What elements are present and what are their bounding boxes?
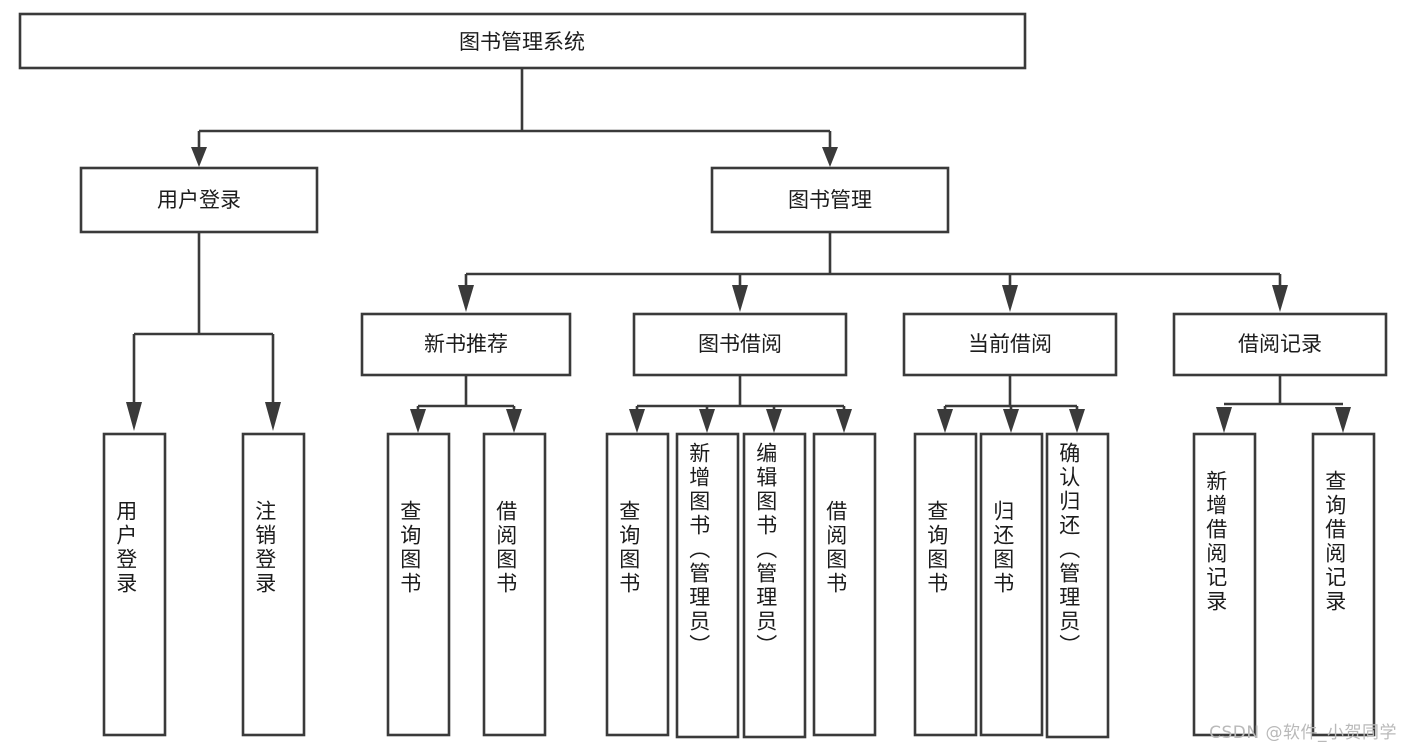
arrow-to-user-login bbox=[191, 147, 207, 167]
node-book-manage-label: 图书管理 bbox=[788, 188, 872, 212]
node-leaf-return-book[interactable] bbox=[979, 432, 1044, 737]
node-leaf-query-book-3[interactable] bbox=[913, 432, 978, 737]
node-borrow-record-label: 借阅记录 bbox=[1238, 332, 1322, 356]
arrow-leaf-user-login bbox=[126, 402, 142, 431]
node-new-book-recommend-label: 新书推荐 bbox=[424, 332, 508, 356]
arrow-leaf-query-book-2 bbox=[629, 409, 645, 433]
arrow-to-book-borrow bbox=[732, 285, 748, 312]
connectors-root-to-level2 bbox=[191, 69, 838, 167]
arrow-leaf-confirm-return bbox=[1069, 409, 1085, 433]
node-leaf-edit-book[interactable] bbox=[742, 432, 807, 739]
connectors-book-borrow-to-leaves bbox=[629, 376, 852, 433]
node-leaf-query-book-1[interactable] bbox=[386, 432, 451, 737]
node-book-borrow[interactable] bbox=[632, 312, 848, 377]
arrow-to-new-book-recommend bbox=[458, 285, 474, 312]
arrow-leaf-borrow-book-2 bbox=[836, 409, 852, 433]
node-root[interactable] bbox=[18, 12, 1027, 70]
node-borrow-record[interactable] bbox=[1172, 312, 1388, 377]
connectors-new-book-recommend-to-leaves bbox=[410, 376, 522, 433]
node-leaf-logout-login[interactable] bbox=[241, 432, 306, 737]
arrow-leaf-query-borrow-record bbox=[1335, 407, 1351, 433]
node-current-borrow-label: 当前借阅 bbox=[968, 332, 1052, 356]
node-leaf-add-borrow-record[interactable] bbox=[1192, 432, 1257, 737]
node-leaf-query-borrow-record[interactable] bbox=[1311, 432, 1376, 737]
node-user-login[interactable] bbox=[79, 166, 319, 234]
arrow-leaf-return-book bbox=[1003, 409, 1019, 433]
arrow-leaf-borrow-book-1 bbox=[506, 409, 522, 433]
node-current-borrow[interactable] bbox=[902, 312, 1118, 377]
node-new-book-recommend[interactable] bbox=[360, 312, 572, 377]
node-leaf-add-book[interactable] bbox=[675, 432, 740, 739]
node-leaf-query-book-2[interactable] bbox=[605, 432, 670, 737]
node-root-label: 图书管理系统 bbox=[459, 30, 585, 54]
arrow-to-current-borrow bbox=[1002, 285, 1018, 312]
node-book-borrow-label: 图书借阅 bbox=[698, 332, 782, 356]
connectors-user-login-to-leaves bbox=[126, 233, 281, 431]
arrow-to-borrow-record bbox=[1272, 285, 1288, 312]
arrow-leaf-add-borrow-record bbox=[1216, 407, 1232, 433]
node-book-manage[interactable] bbox=[710, 166, 950, 234]
node-user-login-label: 用户登录 bbox=[157, 188, 241, 212]
arrow-leaf-query-book-1 bbox=[410, 409, 426, 433]
arrow-to-book-manage bbox=[822, 147, 838, 167]
arrow-leaf-edit-book bbox=[766, 409, 782, 433]
node-leaf-user-login[interactable] bbox=[102, 432, 167, 737]
node-leaf-borrow-book-1[interactable] bbox=[482, 432, 547, 737]
connectors-borrow-record-to-leaves bbox=[1216, 376, 1351, 433]
node-leaf-confirm-return[interactable] bbox=[1045, 432, 1110, 739]
connectors-book-manage-to-level3 bbox=[458, 233, 1288, 312]
arrow-leaf-logout-login bbox=[265, 402, 281, 431]
arrow-leaf-query-book-3 bbox=[937, 409, 953, 433]
node-leaf-borrow-book-2[interactable] bbox=[812, 432, 877, 737]
arrow-leaf-add-book bbox=[699, 409, 715, 433]
connectors-current-borrow-to-leaves bbox=[937, 376, 1085, 433]
csdn-watermark: CSDN @软件_小贺同学 bbox=[1209, 723, 1397, 743]
